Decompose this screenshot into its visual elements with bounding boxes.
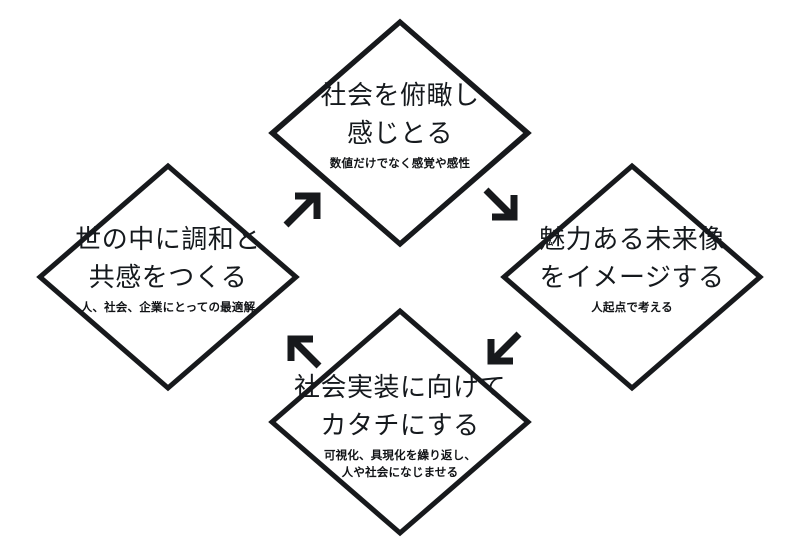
node-top[interactable]: 社会を俯瞰し 感じとる 数値だけでなく感覚や感性 [255, 76, 545, 173]
arrow-right-to-bottom-icon [487, 331, 522, 365]
node-top-subtitle: 数値だけでなく感覚や感性 [329, 158, 471, 170]
node-right-title: 魅力ある未来像 をイメージする [539, 224, 725, 292]
node-left-subtitle: 人、社会、企業にとっての最適解 [80, 302, 256, 314]
arrow-left-to-top-icon [283, 192, 321, 228]
node-left-title: 世の中に調和と 共感をつくる [75, 224, 261, 292]
node-right[interactable]: 魅力ある未来像 をイメージする 人起点で考える [487, 220, 777, 317]
arrow-top-to-right-icon [483, 187, 518, 221]
node-bottom-subtitle: 可視化、具現化を繰り返し、 人や社会になじませる [323, 450, 477, 479]
diamond-outline-top [268, 18, 532, 248]
node-right-subtitle: 人起点で考える [591, 302, 673, 314]
diamond-right[interactable] [500, 162, 764, 392]
node-top-title: 社会を俯瞰し 感じとる [320, 80, 480, 148]
diamond-bottom[interactable] [268, 307, 532, 537]
node-left[interactable]: 世の中に調和と 共感をつくる 人、社会、企業にとっての最適解 [23, 220, 313, 317]
node-bottom-title: 社会実装に向けて カタチにする [293, 372, 506, 440]
arrow-bottom-to-left-icon [287, 335, 322, 369]
node-bottom[interactable]: 社会実装に向けて カタチにする 可視化、具現化を繰り返し、 人や社会になじませる [255, 368, 545, 482]
diamond-left[interactable] [36, 162, 300, 392]
